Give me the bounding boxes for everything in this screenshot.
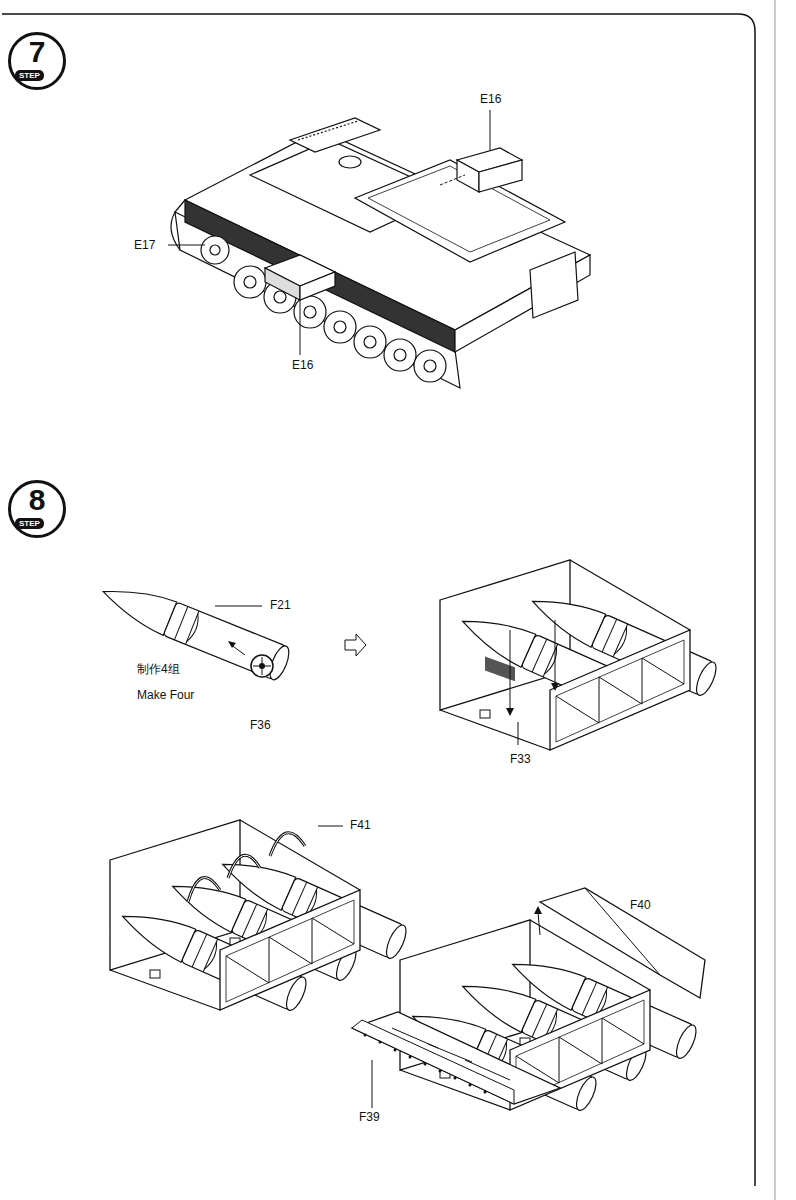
part-number: F40 [628, 898, 653, 912]
step-word: STEP [15, 70, 44, 81]
part-number: F21 [268, 598, 293, 612]
note-text: Make Four [135, 688, 196, 702]
step-word: STEP [15, 518, 44, 529]
part-number: E17 [132, 238, 157, 252]
step-number: 8 [11, 484, 63, 516]
part-number: F41 [348, 818, 373, 832]
part-number: F36 [248, 718, 273, 732]
part-number: F39 [357, 1110, 382, 1124]
part-number: E16 [478, 92, 503, 106]
part-number: E16 [290, 358, 315, 372]
note-text: 制作4组 [135, 662, 182, 676]
step-number: 7 [11, 36, 63, 68]
step-badge: 8STEP [8, 480, 66, 538]
part-number: F33 [508, 752, 533, 766]
step-badge: 7STEP [8, 32, 66, 90]
